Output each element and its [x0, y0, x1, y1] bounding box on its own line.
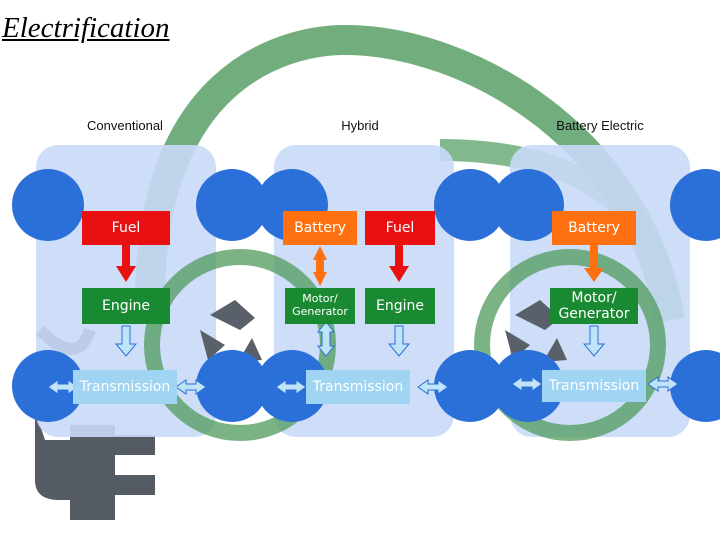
wheel-icon [492, 169, 564, 241]
ring-decoration-right [474, 249, 666, 441]
motor-generator-box: Motor/ Generator [550, 288, 638, 324]
column-label-battery-electric: Battery Electric [556, 118, 644, 133]
arrow-horizontal-blue-icon [175, 379, 207, 395]
engine-box: Engine [365, 288, 435, 324]
transmission-box: Transmission [542, 370, 646, 402]
wheel-icon [196, 169, 268, 241]
engine-box: Engine [82, 288, 170, 324]
arrow-horizontal-blue-icon [417, 379, 449, 395]
wheel-icon [196, 350, 268, 422]
arrow-down-blue-icon [387, 325, 411, 357]
arrow-down-orange-icon [584, 244, 604, 282]
transmission-box: Transmission [73, 370, 177, 404]
wheel-icon [12, 169, 84, 241]
wheel-icon [12, 350, 84, 422]
arrow-down-red-icon [116, 244, 136, 282]
wheel-icon [434, 169, 506, 241]
battery-box: Battery [552, 211, 636, 245]
battery-box: Battery [283, 211, 357, 245]
slide-title: Electrification [2, 12, 170, 44]
wheel-icon [434, 350, 506, 422]
fuel-box: Fuel [82, 211, 170, 245]
column-label-conventional: Conventional [87, 118, 163, 133]
arrow-down-red-icon [389, 244, 409, 282]
arrow-horizontal-blue-icon [647, 376, 679, 392]
column-label-hybrid: Hybrid [341, 118, 379, 133]
arrow-bidirectional-orange-icon [313, 246, 327, 286]
fuel-box: Fuel [365, 211, 435, 245]
motor-generator-box: Motor/ Generator [285, 288, 355, 324]
wheel-icon [670, 169, 720, 241]
transmission-box: Transmission [306, 370, 410, 404]
wheel-icon [670, 350, 720, 422]
arrow-bidirectional-blue-icon [316, 321, 336, 357]
recycle-icon [505, 300, 567, 362]
arrow-down-blue-icon [582, 325, 606, 357]
arrow-down-blue-icon [114, 325, 138, 357]
